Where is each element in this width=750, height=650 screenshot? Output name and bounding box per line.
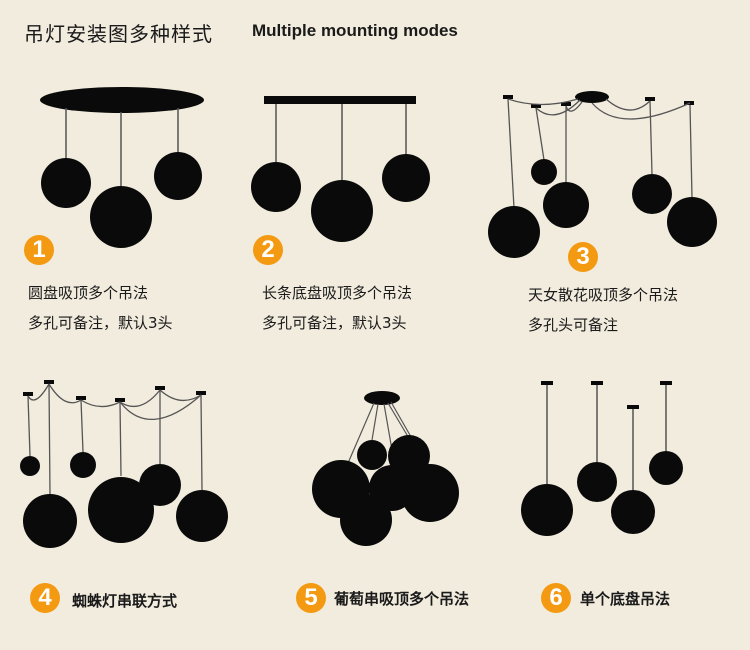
panel-3-caption-line1: 天女散花吸顶多个吊法 [528,286,679,304]
step-badge-2: 2 [253,235,283,265]
panel-4-caption: 蜘蛛灯串联方式 [72,592,178,610]
step-badge-4: 4 [30,583,60,613]
panel-3-caption-line2: 多孔头可备注 [528,316,619,334]
illustration-scattered [488,91,717,258]
panel-6-caption: 单个底盘吊法 [580,590,671,608]
illustration-spider [20,380,228,548]
panel-2-caption-line1: 长条底盘吸顶多个吊法 [262,284,413,302]
panel-1-caption-line1: 圆盘吸顶多个吊法 [28,284,149,302]
step-badge-6: 6 [541,583,571,613]
illustration-grape-cluster [312,391,459,546]
step-badge-5: 5 [296,583,326,613]
illustration-single-canopy [521,381,683,536]
panel-1-caption-line2: 多孔可备注，默认3头 [28,314,173,332]
step-badge-3: 3 [568,242,598,272]
page-title-chinese: 吊灯安装图多种样式 [24,22,213,46]
illustration-round-canopy [40,87,204,248]
page-title-english: Multiple mounting modes [252,21,458,40]
step-badge-1: 1 [24,235,54,265]
panel-5-caption: 葡萄串吸顶多个吊法 [334,590,470,608]
panel-2-caption-line2: 多孔可备注，默认3头 [262,314,407,332]
illustration-bar-canopy [251,96,430,242]
